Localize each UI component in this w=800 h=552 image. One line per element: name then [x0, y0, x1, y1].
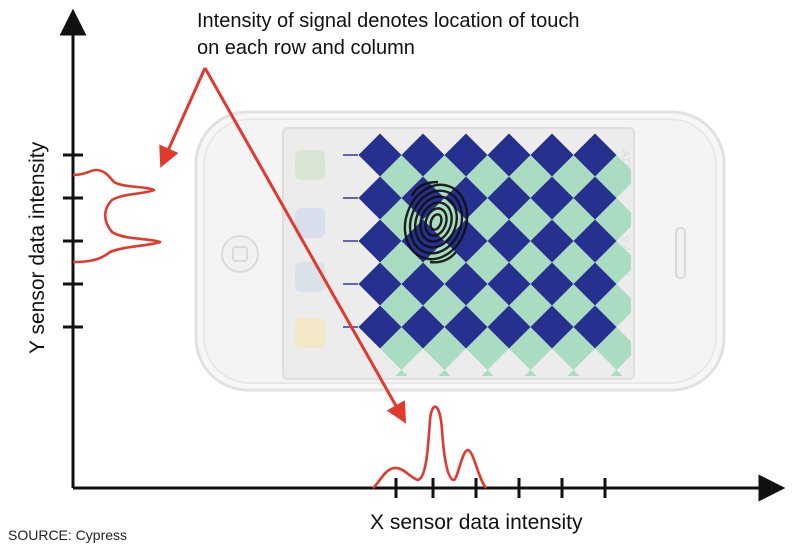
annotation-line-2: on each row and column	[197, 37, 415, 59]
sensor-diamond-dark	[530, 262, 574, 306]
sensor-diamond-dark	[358, 262, 402, 306]
sensor-diamond-dark	[573, 305, 617, 349]
x-signal-curve	[372, 405, 488, 489]
y-axis-label: Y sensor data intensity	[26, 141, 49, 354]
y-signal-curve	[72, 168, 162, 264]
x-axis-label: X sensor data intensity	[370, 511, 583, 534]
sensor-diamond-dark	[530, 219, 574, 263]
sensor-diamond-dark	[401, 305, 445, 349]
sensor-row-lines	[343, 154, 358, 328]
sensor-diamond-dark	[358, 176, 402, 220]
sensor-diamond-dark	[358, 133, 402, 177]
fingerprint-icon	[403, 180, 469, 264]
app-icon-safari	[295, 262, 325, 292]
sensor-diamond-dark	[444, 305, 488, 349]
axes	[59, 8, 786, 502]
source-credit: SOURCE: Cypress	[8, 527, 127, 543]
sensor-diamond-grid	[358, 133, 631, 376]
x-axis-ticks	[394, 478, 607, 498]
app-icon-mail	[295, 208, 325, 238]
sensor-diamond-dark	[573, 133, 617, 177]
annotation-line-1: Intensity of signal denotes location of …	[197, 10, 579, 32]
sensor-diamond-dark	[530, 305, 574, 349]
sensor-diamond-dark	[573, 262, 617, 306]
speaker-slot	[675, 227, 686, 279]
sensor-diamond-dark	[573, 176, 617, 220]
sensor-diamond-dark	[358, 305, 402, 349]
sensor-diamond-dark	[573, 219, 617, 263]
app-icon-phone	[295, 150, 325, 180]
sensor-diamond-dark	[401, 262, 445, 306]
sensor-diamond-dark	[487, 262, 531, 306]
arrow-to-y-signal	[159, 67, 207, 168]
sensor-diamond-dark	[444, 262, 488, 306]
arrow-to-x-signal	[203, 67, 407, 424]
home-button-icon	[221, 235, 259, 273]
y-axis-ticks	[63, 153, 83, 329]
sensor-diamond-dark	[358, 219, 402, 263]
sensor-diamond-dark	[401, 133, 445, 177]
sensor-diamond-dark	[530, 133, 574, 177]
annotation-arrows	[159, 67, 407, 424]
app-icon-ipod	[295, 318, 325, 348]
sensor-diamond-dark	[444, 133, 488, 177]
sensor-diamond-dark	[487, 219, 531, 263]
sensor-diamond-dark	[487, 133, 531, 177]
sensor-diamond-dark	[487, 176, 531, 220]
sensor-diamond-dark	[530, 176, 574, 220]
sensor-diamond-dark	[487, 305, 531, 349]
